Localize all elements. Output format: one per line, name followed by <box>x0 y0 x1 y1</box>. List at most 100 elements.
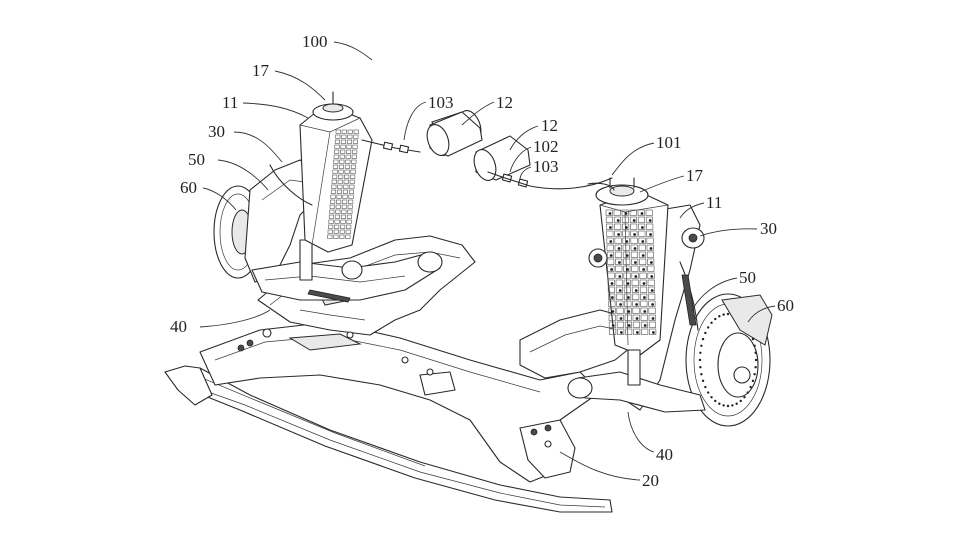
mesh-cell <box>631 258 639 265</box>
mesh-dot <box>616 219 620 222</box>
mesh-cell <box>631 279 639 286</box>
mesh-dot <box>648 219 652 222</box>
mesh-cell <box>647 265 655 272</box>
mesh-cell <box>343 184 349 189</box>
label-12-right: 12 <box>541 116 558 135</box>
mesh-cell <box>638 251 647 258</box>
mesh-cell <box>346 214 353 219</box>
mesh-cell <box>339 234 345 239</box>
mesh-cell <box>337 179 343 184</box>
mesh-cell <box>648 314 656 321</box>
mesh-cell <box>614 237 622 244</box>
perforation <box>751 379 755 383</box>
mesh-cell <box>334 139 341 144</box>
mesh-cell <box>646 237 654 244</box>
mesh-cell <box>616 321 625 328</box>
mesh-cell <box>347 209 353 214</box>
perforation <box>699 351 702 355</box>
label-11-right: 11 <box>706 193 722 212</box>
mesh-dot <box>609 240 613 243</box>
mesh-dot <box>643 296 646 299</box>
mesh-cell <box>348 199 354 204</box>
perforation <box>753 373 756 376</box>
mesh-cell <box>329 209 335 214</box>
mesh-cell <box>614 230 622 237</box>
mesh-cell <box>345 154 351 159</box>
mesh-cell <box>622 230 630 237</box>
mesh-cell <box>605 216 614 223</box>
mesh-cell <box>630 230 638 237</box>
mesh-cell <box>640 307 648 314</box>
mesh-dot <box>634 275 638 278</box>
mesh-dot <box>611 310 615 313</box>
air-spring-mesh-right <box>605 209 657 335</box>
mesh-cell <box>616 314 624 321</box>
perforation <box>704 385 707 389</box>
mesh-cell <box>640 321 649 328</box>
mesh-cell <box>328 219 334 224</box>
mesh-cell <box>329 204 335 209</box>
mesh-cell <box>608 293 616 300</box>
mesh-cell <box>639 279 647 286</box>
mesh-cell <box>350 169 356 174</box>
mesh-cell <box>336 189 343 194</box>
mesh-cell <box>623 272 631 279</box>
label-30-right: 30 <box>760 219 777 238</box>
mesh-dot <box>651 303 654 306</box>
mesh-cell <box>646 244 654 251</box>
mesh-cell <box>622 223 630 230</box>
label-17-right: 17 <box>686 166 704 185</box>
mesh-cell <box>330 194 336 199</box>
mesh-cell <box>340 149 346 154</box>
label-60-right: 60 <box>777 296 794 315</box>
mesh-cell <box>615 279 623 286</box>
mesh-cell <box>638 223 646 230</box>
mesh-dot <box>627 310 631 313</box>
mesh-dot <box>643 324 647 327</box>
mesh-cell <box>633 328 641 335</box>
perforation <box>718 315 721 318</box>
mesh-cell <box>331 184 337 189</box>
mesh-cell <box>347 204 353 209</box>
mesh-cell <box>339 159 345 164</box>
mesh-cell <box>352 149 358 154</box>
mesh-cell <box>614 251 623 258</box>
mesh-cell <box>344 164 351 169</box>
mesh-cell <box>339 154 345 159</box>
mesh-cell <box>351 154 357 159</box>
mesh-cell <box>345 229 351 234</box>
mesh-cell <box>608 300 616 307</box>
mesh-cell <box>640 293 648 300</box>
mesh-dot <box>609 226 612 229</box>
mesh-cell <box>606 244 614 251</box>
mesh-cell <box>638 237 646 244</box>
mesh-cell <box>344 169 350 174</box>
label-30-left: 30 <box>208 122 225 141</box>
mesh-cell <box>332 169 338 174</box>
mesh-dot <box>625 254 629 257</box>
mesh-dot <box>624 212 628 215</box>
mesh-cell <box>648 307 656 314</box>
mesh-cell <box>341 204 347 209</box>
mesh-cell <box>646 223 654 230</box>
perforation <box>707 391 710 394</box>
label-40-left: 40 <box>170 317 187 336</box>
right-corner-assembly <box>567 177 773 427</box>
mesh-cell <box>340 144 346 149</box>
mesh-cell <box>327 229 333 234</box>
mesh-cell <box>341 209 347 214</box>
mesh-cell <box>616 307 624 314</box>
mesh-cell <box>614 223 622 230</box>
reference-labels: 100 17 11 30 50 60 103 12 12 102 103 101… <box>170 32 794 490</box>
mesh-dot <box>649 233 652 236</box>
mesh-cell <box>342 194 348 199</box>
mesh-dot <box>633 247 637 250</box>
label-40-right: 40 <box>656 445 673 464</box>
mesh-dot <box>632 219 636 222</box>
mesh-cell <box>615 272 623 279</box>
mesh-dot <box>634 289 638 292</box>
mesh-cell <box>353 129 359 134</box>
perforation <box>746 391 749 394</box>
mesh-dot <box>625 226 628 229</box>
